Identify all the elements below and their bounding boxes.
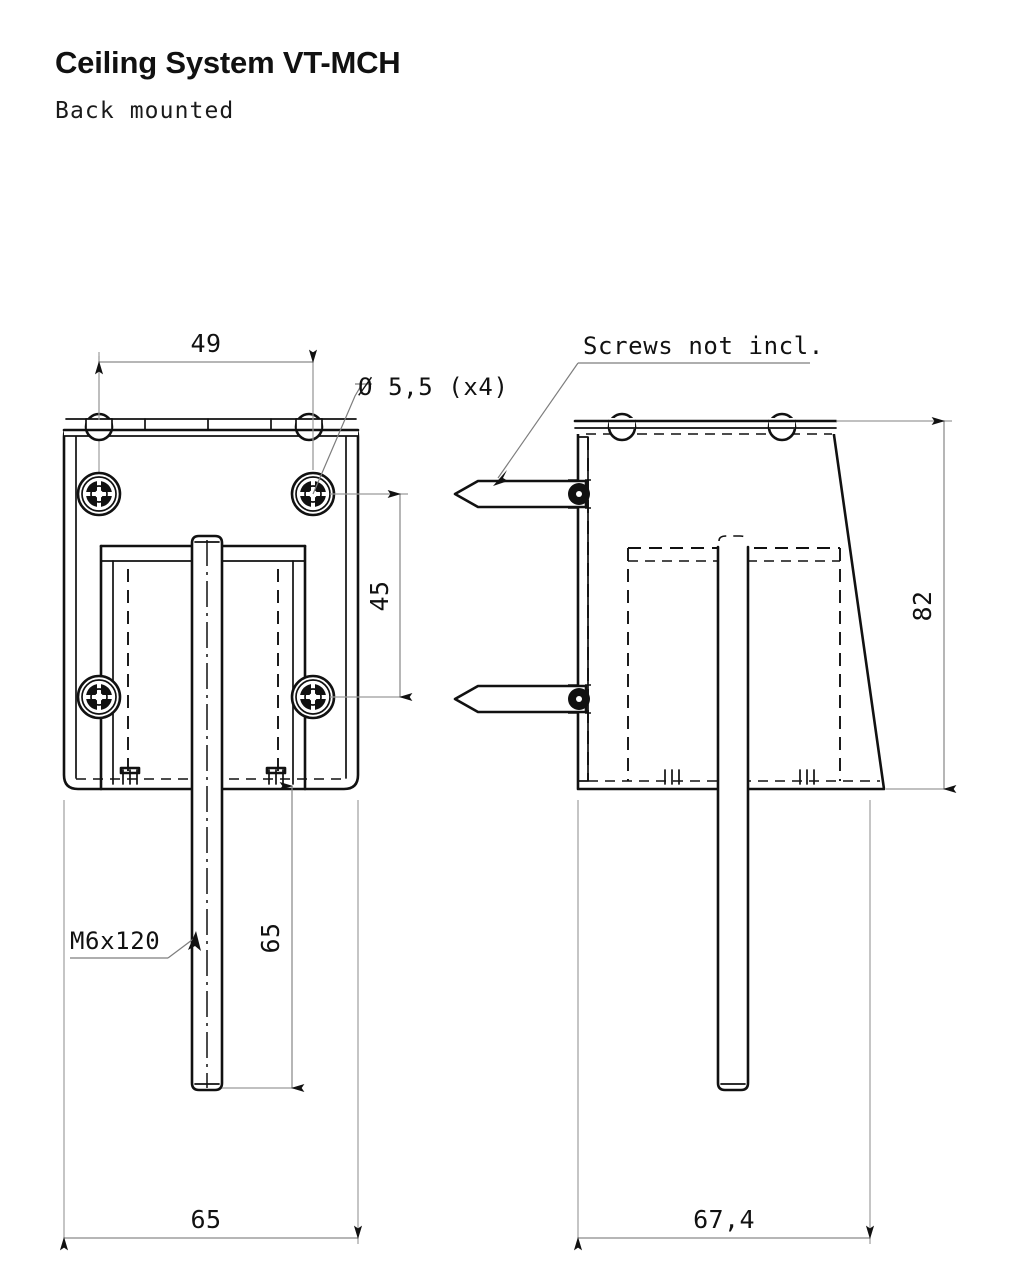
dim-82-label: 82: [908, 591, 937, 622]
screw-head-bottom-right: [290, 674, 336, 720]
front-bottom-clip-right: [265, 766, 287, 785]
page-title: Ceiling System VT-MCH: [55, 45, 401, 80]
dim-82: 82: [836, 416, 957, 794]
dim-45-label: 45: [365, 581, 394, 612]
side-bottom-clip-left: [664, 769, 680, 785]
callout-hole-diameter: Ø 5,5 (x4): [312, 373, 509, 495]
side-top-slot-left: [607, 412, 637, 442]
dim-67-4-label: 67,4: [693, 1205, 755, 1234]
callout-rod-thread: M6x120: [70, 927, 201, 959]
side-view: [453, 412, 886, 1092]
wood-screw-upper: [453, 479, 591, 509]
dim-49-label: 49: [191, 329, 222, 358]
front-top-slot-right: [294, 412, 324, 442]
wood-screw-lower: [453, 684, 591, 714]
callout-rod-thread-label: M6x120: [70, 927, 160, 955]
title-block: Ceiling System VT-MCH Back mounted: [55, 45, 915, 125]
front-view: [62, 356, 360, 1092]
dim-65-width-label: 65: [191, 1205, 222, 1234]
page-subtitle: Back mounted: [55, 97, 235, 124]
dim-67-4: 67,4: [573, 800, 875, 1251]
dim-65-width: 65: [59, 800, 363, 1251]
dim-49: 49: [94, 329, 318, 470]
side-threaded-rod: [716, 535, 750, 1092]
screw-head-top-left: [76, 471, 122, 517]
front-threaded-rod: [190, 534, 224, 1092]
side-top-slot-right: [767, 412, 797, 442]
front-hidden-lines: [76, 548, 346, 780]
dim-65-rod-label: 65: [256, 923, 285, 954]
side-bottom-clip-right: [799, 769, 815, 785]
dim-45: 45: [330, 489, 413, 702]
callout-hole-diameter-label: Ø 5,5 (x4): [358, 373, 509, 401]
callout-screws-note: Screws not incl.: [493, 332, 824, 486]
screw-head-bottom-left: [76, 674, 122, 720]
callout-screws-note-label: Screws not incl.: [583, 332, 824, 360]
front-bottom-clip-left: [119, 766, 141, 785]
dim-65-rod: 65: [222, 781, 305, 1093]
